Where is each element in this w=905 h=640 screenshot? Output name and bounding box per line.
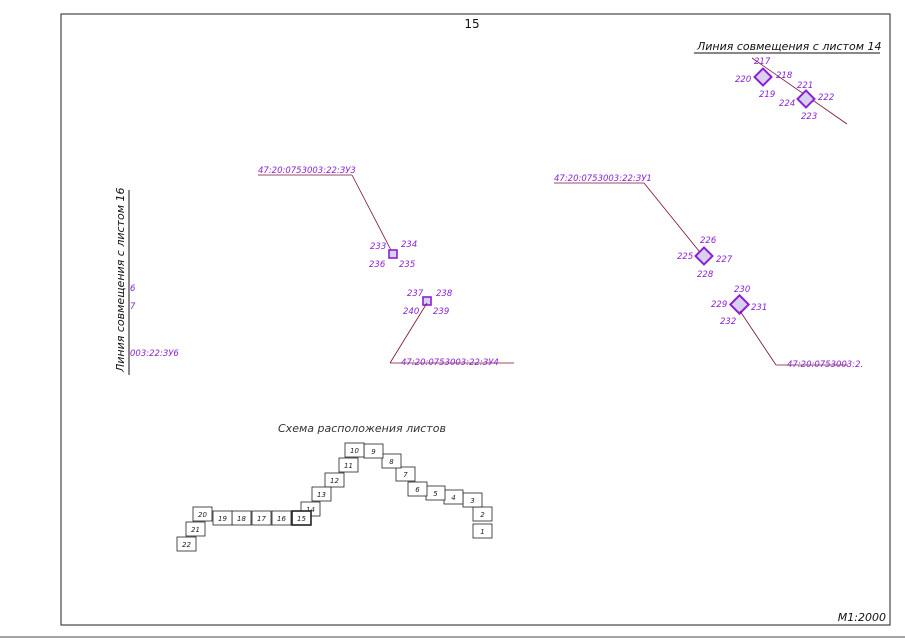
parcel-label-zu3: 47:20:0753003:22:ЗУ3 — [258, 166, 356, 176]
scheme-sheet-label-16: 16 — [277, 515, 286, 523]
scheme-sheet-label-6: 6 — [415, 486, 420, 494]
join-line-top-right: Линия совмещения с листом 14 — [694, 40, 882, 125]
point-224: 224 — [779, 99, 795, 109]
point-232: 232 — [720, 317, 736, 327]
scheme-sheet-label-4: 4 — [451, 494, 455, 502]
sheet-number: 15 — [464, 17, 479, 31]
point-238: 238 — [436, 289, 453, 299]
sheet-frame — [60, 13, 891, 626]
scheme-sheet-16 — [271, 510, 292, 526]
marker-221 — [796, 89, 816, 109]
join-line-diagonal — [751, 57, 848, 125]
scheme-sheet-15 — [291, 510, 312, 526]
scheme-sheet-19 — [212, 510, 233, 526]
marker-217 — [753, 67, 773, 87]
scheme-sheet-label-11: 11 — [344, 462, 353, 470]
point-231: 231 — [751, 303, 767, 313]
scheme-sheet-label-7: 7 — [403, 471, 408, 479]
point-219: 219 — [759, 90, 775, 100]
parcel-zu4: 47:20:0753003:22:ЗУ4 237 238 240 239 — [389, 289, 514, 368]
point-235: 235 — [399, 260, 415, 270]
marker-zu3 — [388, 249, 398, 259]
scheme-sheet-label-19: 19 — [218, 515, 227, 523]
join-line-left: Линия совмещения с листом 16 6 7 003:22:… — [114, 188, 179, 375]
scheme-sheet-17 — [251, 510, 272, 526]
scheme-sheet-7 — [395, 466, 416, 482]
parcel-zu2: 47:20:0753003:2. 230 229 231 232 — [711, 285, 863, 370]
point-226: 226 — [700, 236, 717, 246]
scheme-sheet-label-3: 3 — [470, 497, 474, 505]
scheme-sheet-label-22: 22 — [182, 541, 191, 549]
scheme-sheet-label-12: 12 — [330, 477, 339, 485]
scheme-sheet-22 — [176, 536, 197, 552]
marker-zu1 — [694, 246, 714, 266]
marker-zu2 — [728, 293, 751, 316]
scheme-sheet-label-15: 15 — [297, 515, 306, 523]
point-220: 220 — [735, 75, 751, 85]
parcel-label-zu4: 47:20:0753003:22:ЗУ4 — [401, 358, 499, 368]
marker-zu4 — [422, 296, 432, 306]
scheme-sheet-label-20: 20 — [198, 511, 207, 519]
scheme-sheet-label-10: 10 — [350, 447, 359, 455]
edge-label-6: 6 — [130, 284, 136, 294]
scheme-sheet-11 — [338, 457, 359, 473]
point-227: 227 — [716, 255, 733, 265]
edge-label-zu6: 003:22:ЗУ6 — [130, 349, 179, 359]
parcel-label-zu1: 47:20:0753003:22:ЗУ1 — [554, 174, 652, 184]
scheme-title: Схема расположения листов — [278, 422, 446, 435]
scheme-sheet-label-14: 14 — [306, 506, 315, 514]
point-230: 230 — [734, 285, 750, 295]
parcel-label-zu2: 47:20:0753003:2. — [787, 360, 863, 370]
point-223: 223 — [801, 112, 817, 122]
point-229: 229 — [711, 300, 727, 310]
point-234: 234 — [401, 240, 417, 250]
scheme-sheet-label-5: 5 — [433, 490, 438, 498]
point-222: 222 — [818, 93, 834, 103]
join-line-label-16: Линия совмещения с листом 16 — [114, 188, 127, 374]
scheme-sheet-label-1: 1 — [480, 528, 484, 536]
scheme-sheet-label-18: 18 — [237, 515, 246, 523]
parcel-zu3: 47:20:0753003:22:ЗУ3 233 234 236 235 — [258, 166, 417, 270]
scheme-sheet-label-13: 13 — [317, 491, 326, 499]
edge-label-7: 7 — [130, 302, 136, 312]
point-240: 240 — [403, 307, 419, 317]
point-221: 221 — [797, 81, 813, 91]
scheme-sheet-1 — [472, 523, 493, 539]
point-225: 225 — [677, 252, 693, 262]
scale-label: М1:2000 — [838, 611, 886, 624]
join-line-label-14: Линия совмещения с листом 14 — [696, 40, 882, 53]
point-218: 218 — [776, 71, 793, 81]
scheme-sheet-21 — [185, 521, 206, 537]
parcel-zu1: 47:20:0753003:22:ЗУ1 226 225 227 228 — [554, 174, 733, 280]
scheme-sheet-label-8: 8 — [389, 458, 394, 466]
scheme-sheet-label-9: 9 — [371, 448, 376, 456]
scheme-sheet-8 — [381, 453, 402, 469]
scheme-sheet-6 — [407, 481, 428, 497]
point-228: 228 — [697, 270, 714, 280]
scheme-sheet-label-17: 17 — [257, 515, 266, 523]
point-239: 239 — [433, 307, 449, 317]
scheme-sheet-2 — [472, 506, 493, 522]
scheme-sheet-20 — [192, 506, 213, 522]
scheme-sheet-10 — [344, 442, 365, 458]
point-236: 236 — [369, 260, 386, 270]
point-217: 217 — [754, 57, 771, 67]
scheme-sheet-label-2: 2 — [480, 511, 485, 519]
point-233: 233 — [370, 242, 386, 252]
point-237: 237 — [407, 289, 424, 299]
scheme-sheet-12 — [324, 472, 345, 488]
markers-top-right: 217 218 220 219 221 222 224 223 — [735, 57, 834, 122]
sheet-layout-scheme: Схема расположения листов 12345678910111… — [176, 422, 493, 552]
scheme-sheet-label-21: 21 — [191, 526, 200, 534]
scheme-sheet-13 — [311, 486, 332, 502]
